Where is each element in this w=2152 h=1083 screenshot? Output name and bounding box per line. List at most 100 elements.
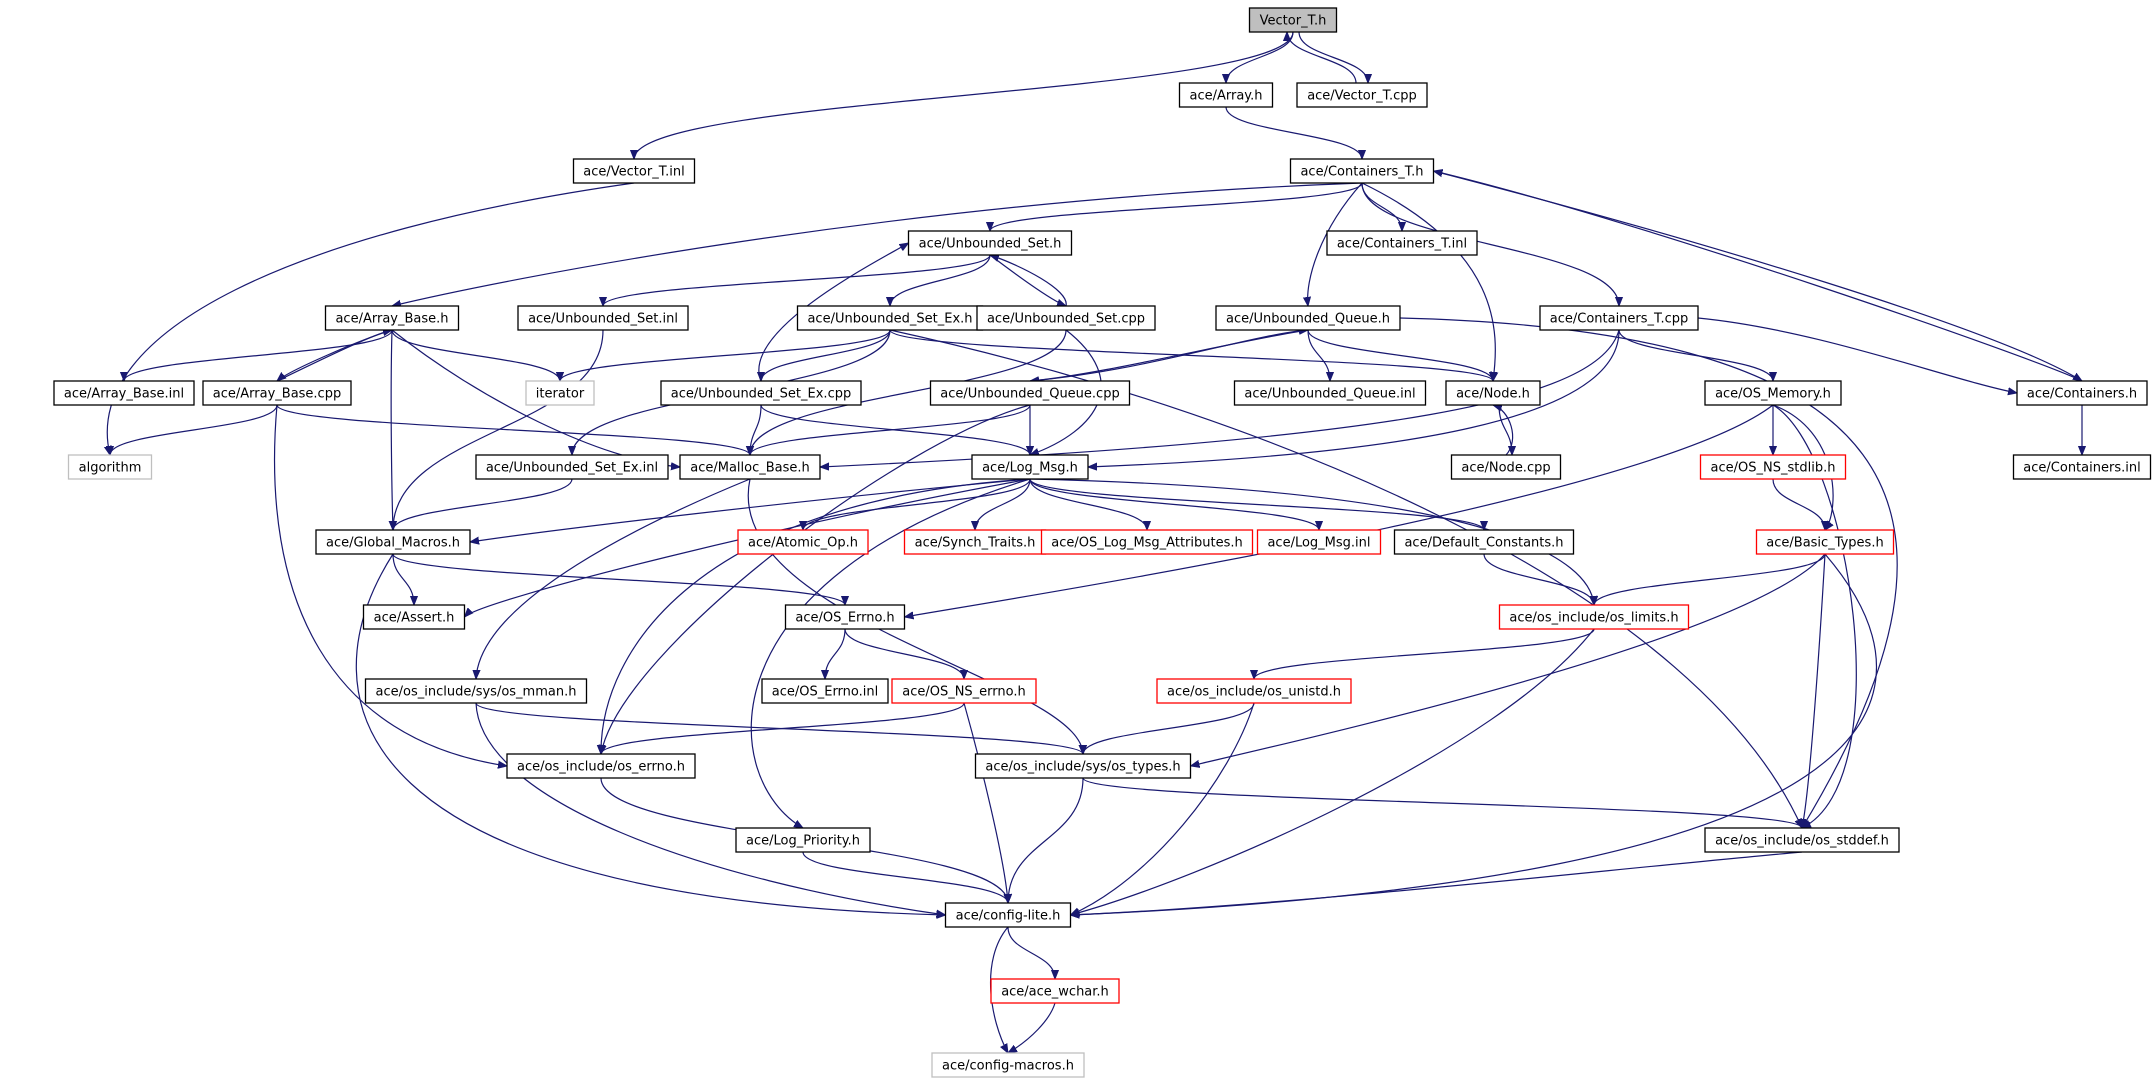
node-box[interactable]: [1498, 604, 1690, 630]
node-box[interactable]: [903, 529, 1047, 555]
node-log-msg-h[interactable]: ace/Log_Msg.h: [971, 454, 1089, 480]
node-vector-t-inl[interactable]: ace/Vector_T.inl: [572, 158, 696, 184]
node-basic-types-h[interactable]: ace/Basic_Types.h: [1755, 529, 1895, 555]
node-containers-t-inl[interactable]: ace/Containers_T.inl: [1326, 230, 1478, 256]
node-box[interactable]: [1296, 82, 1428, 108]
node-array-base-cpp[interactable]: ace/Array_Base.cpp: [202, 380, 352, 406]
node-box[interactable]: [572, 158, 696, 184]
node-box[interactable]: [1704, 827, 1900, 853]
node-os-memory-h[interactable]: ace/OS_Memory.h: [1704, 380, 1842, 406]
node-os-log-msg-attributes-h[interactable]: ace/OS_Log_Msg_Attributes.h: [1040, 529, 1254, 555]
node-box[interactable]: [737, 529, 869, 555]
node-box[interactable]: [660, 380, 862, 406]
node-os-mman-h[interactable]: ace/os_include/sys/os_mman.h: [364, 678, 588, 704]
node-os-types-h[interactable]: ace/os_include/sys/os_types.h: [974, 753, 1192, 779]
node-node-cpp[interactable]: ace/Node.cpp: [1450, 454, 1562, 480]
node-box[interactable]: [929, 380, 1131, 406]
node-os-errno-h[interactable]: ace/OS_Errno.h: [784, 604, 906, 630]
node-box[interactable]: [990, 978, 1120, 1004]
node-assert-h[interactable]: ace/Assert.h: [362, 604, 466, 630]
node-containers-h[interactable]: ace/Containers.h: [2016, 380, 2148, 406]
node-box[interactable]: [974, 753, 1192, 779]
node-synch-traits-h[interactable]: ace/Synch_Traits.h: [903, 529, 1047, 555]
node-box[interactable]: [1156, 678, 1352, 704]
node-box[interactable]: [1755, 529, 1895, 555]
node-config-macros-h[interactable]: ace/config-macros.h: [931, 1052, 1085, 1078]
node-box[interactable]: [735, 827, 871, 853]
node-box[interactable]: [784, 604, 906, 630]
node-box[interactable]: [971, 454, 1089, 480]
node-default-constants-h[interactable]: ace/Default_Constants.h: [1393, 529, 1575, 555]
node-box[interactable]: [1215, 305, 1401, 331]
node-box[interactable]: [1326, 230, 1478, 256]
node-containers-t-h[interactable]: ace/Containers_T.h: [1289, 158, 1435, 184]
node-box[interactable]: [2012, 454, 2152, 480]
node-unbounded-set-ex-inl[interactable]: ace/Unbounded_Set_Ex.inl: [475, 454, 669, 480]
node-box[interactable]: [1256, 529, 1382, 555]
node-box[interactable]: [1699, 454, 1847, 480]
node-vector-t-h[interactable]: Vector_T.h: [1248, 7, 1338, 33]
node-algorithm[interactable]: algorithm: [67, 454, 153, 480]
node-box[interactable]: [67, 454, 153, 480]
node-os-limits-h[interactable]: ace/os_include/os_limits.h: [1498, 604, 1690, 630]
node-array-base-h[interactable]: ace/Array_Base.h: [324, 305, 460, 331]
node-box[interactable]: [364, 678, 588, 704]
node-box[interactable]: [907, 230, 1073, 256]
node-iterator[interactable]: iterator: [525, 380, 595, 406]
node-box[interactable]: [1233, 380, 1427, 406]
node-box[interactable]: [475, 454, 669, 480]
node-box[interactable]: [525, 380, 595, 406]
node-box[interactable]: [976, 305, 1156, 331]
node-box[interactable]: [891, 678, 1037, 704]
node-box[interactable]: [1393, 529, 1575, 555]
node-os-ns-errno-h[interactable]: ace/OS_NS_errno.h: [891, 678, 1037, 704]
node-unbounded-set-h[interactable]: ace/Unbounded_Set.h: [907, 230, 1073, 256]
node-atomic-op-h[interactable]: ace/Atomic_Op.h: [737, 529, 869, 555]
node-unbounded-queue-inl[interactable]: ace/Unbounded_Queue.inl: [1233, 380, 1427, 406]
node-box[interactable]: [1704, 380, 1842, 406]
node-os-stddef-h[interactable]: ace/os_include/os_stddef.h: [1704, 827, 1900, 853]
node-array-h[interactable]: ace/Array.h: [1178, 82, 1274, 108]
node-box[interactable]: [517, 305, 689, 331]
node-box[interactable]: [1178, 82, 1274, 108]
node-box[interactable]: [679, 454, 821, 480]
node-containers-inl[interactable]: ace/Containers.inl: [2012, 454, 2152, 480]
node-box[interactable]: [796, 305, 984, 331]
node-box[interactable]: [362, 604, 466, 630]
node-global-macros-h[interactable]: ace/Global_Macros.h: [315, 529, 471, 555]
node-os-unistd-h[interactable]: ace/os_include/os_unistd.h: [1156, 678, 1352, 704]
node-vector-t-cpp[interactable]: ace/Vector_T.cpp: [1296, 82, 1428, 108]
node-box[interactable]: [202, 380, 352, 406]
node-box[interactable]: [506, 753, 696, 779]
node-unbounded-set-ex-cpp[interactable]: ace/Unbounded_Set_Ex.cpp: [660, 380, 862, 406]
node-log-msg-inl[interactable]: ace/Log_Msg.inl: [1256, 529, 1382, 555]
node-box[interactable]: [1450, 454, 1562, 480]
node-box[interactable]: [1248, 7, 1338, 33]
node-unbounded-queue-cpp[interactable]: ace/Unbounded_Queue.cpp: [929, 380, 1131, 406]
node-box[interactable]: [53, 380, 195, 406]
node-box[interactable]: [1539, 305, 1699, 331]
node-containers-t-cpp[interactable]: ace/Containers_T.cpp: [1539, 305, 1699, 331]
node-unbounded-queue-h[interactable]: ace/Unbounded_Queue.h: [1215, 305, 1401, 331]
node-box[interactable]: [944, 902, 1072, 928]
node-os-include-os-errno-h[interactable]: ace/os_include/os_errno.h: [506, 753, 696, 779]
node-box[interactable]: [315, 529, 471, 555]
node-unbounded-set-ex-h[interactable]: ace/Unbounded_Set_Ex.h: [796, 305, 984, 331]
node-box[interactable]: [1445, 380, 1541, 406]
node-array-base-inl[interactable]: ace/Array_Base.inl: [53, 380, 195, 406]
node-unbounded-set-cpp[interactable]: ace/Unbounded_Set.cpp: [976, 305, 1156, 331]
node-node-h[interactable]: ace/Node.h: [1445, 380, 1541, 406]
node-config-lite-h[interactable]: ace/config-lite.h: [944, 902, 1072, 928]
node-box[interactable]: [1040, 529, 1254, 555]
node-box[interactable]: [324, 305, 460, 331]
node-box[interactable]: [761, 678, 889, 704]
node-box[interactable]: [2016, 380, 2148, 406]
node-box[interactable]: [1289, 158, 1435, 184]
node-malloc-base-h[interactable]: ace/Malloc_Base.h: [679, 454, 821, 480]
node-log-priority-h[interactable]: ace/Log_Priority.h: [735, 827, 871, 853]
node-box[interactable]: [931, 1052, 1085, 1078]
node-ace-wchar-h[interactable]: ace/ace_wchar.h: [990, 978, 1120, 1004]
node-os-errno-inl[interactable]: ace/OS_Errno.inl: [761, 678, 889, 704]
node-os-ns-stdlib-h[interactable]: ace/OS_NS_stdlib.h: [1699, 454, 1847, 480]
node-unbounded-set-inl[interactable]: ace/Unbounded_Set.inl: [517, 305, 689, 331]
